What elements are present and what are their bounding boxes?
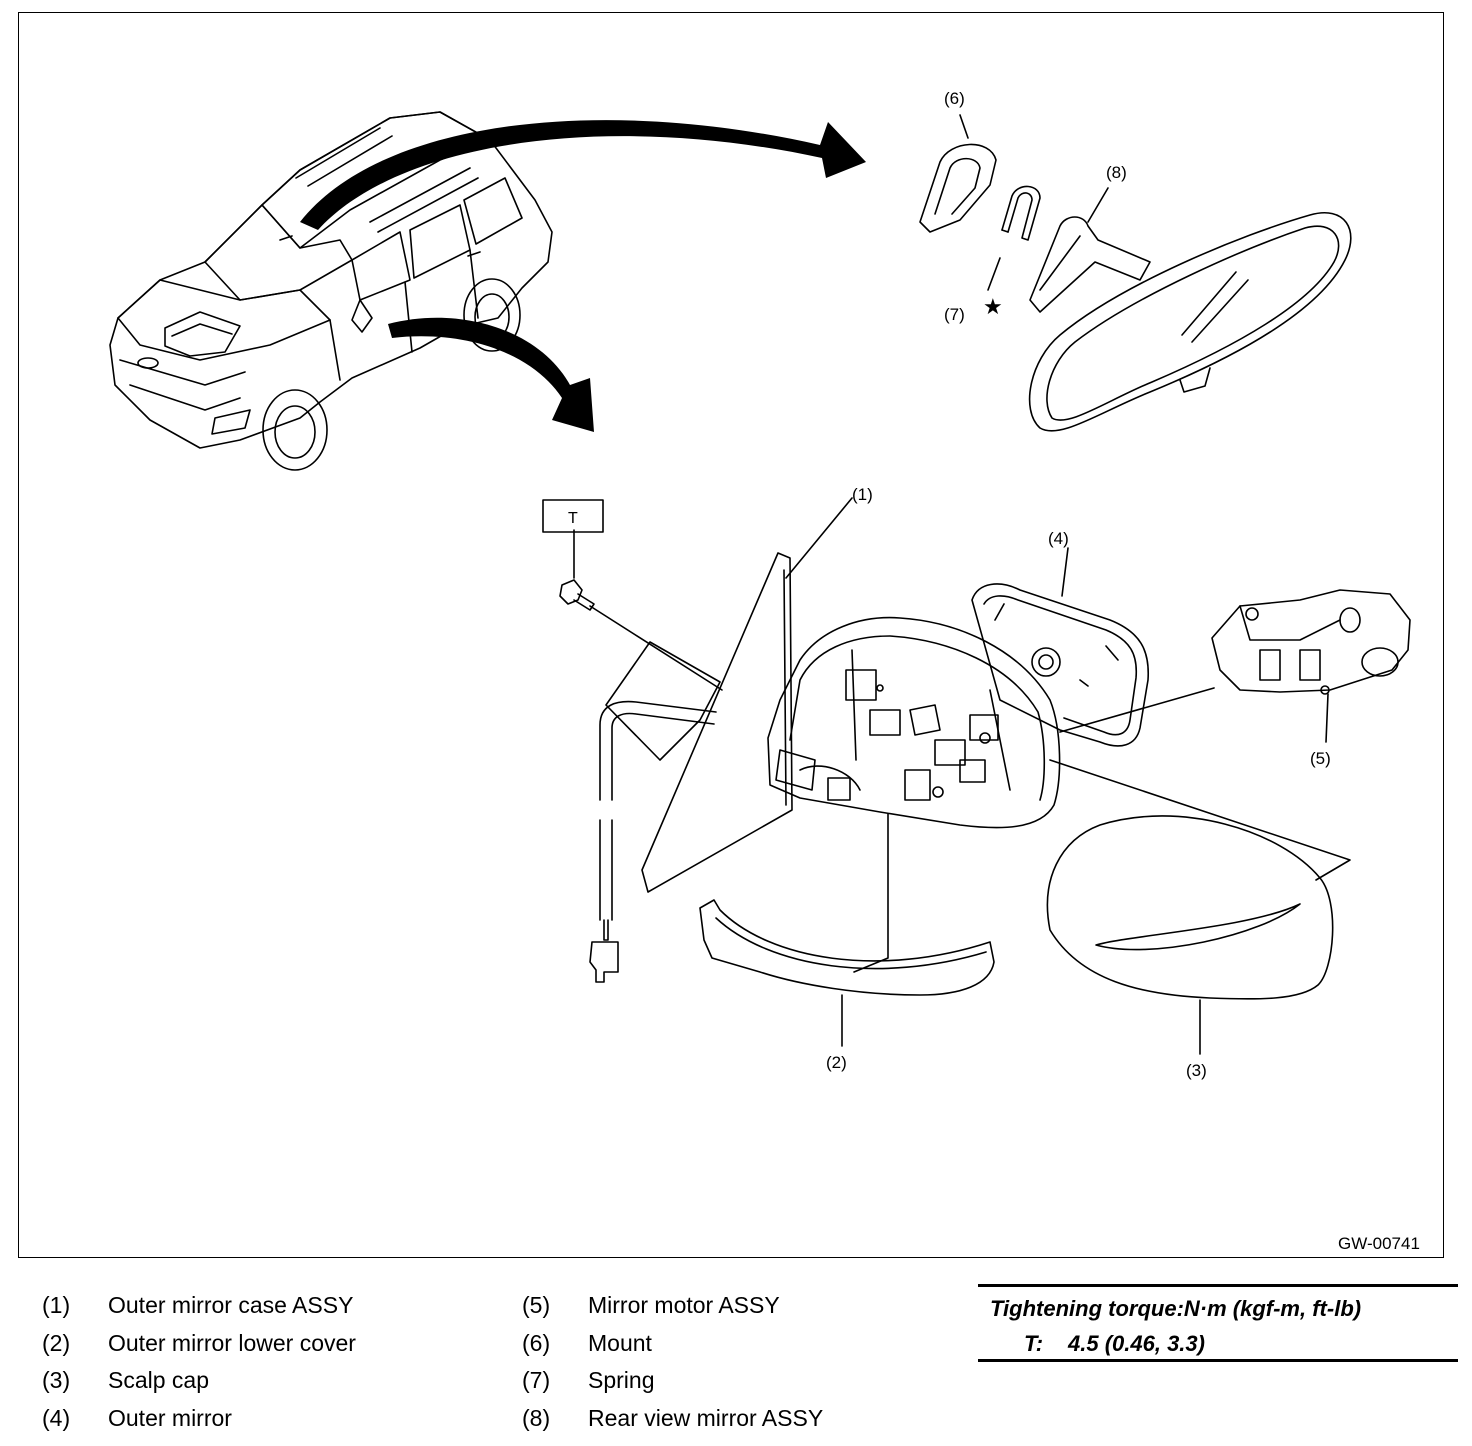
callout-4: (4) [1048,529,1069,548]
callout-3: (3) [1186,1061,1207,1080]
bolt-part [559,529,723,691]
callout-5: (5) [1310,749,1331,768]
rearview-mirror-part [1028,212,1352,432]
legend-label: Outer mirror case ASSY [108,1292,354,1318]
leader-2-upper [853,813,889,973]
callout-6: (6) [944,89,965,108]
leader-4 [1061,547,1069,597]
torque-spec-box: Tightening torque:N·m (kgf-m, ft-lb) T: … [978,1284,1458,1362]
legend-number: (8) [522,1405,551,1431]
diagram-code: GW-00741 [1338,1234,1420,1253]
lower-cover-part [699,899,995,996]
vehicle-illustration [109,111,553,471]
legend-left: (1) Outer mirror case ASSY (2) Outer mir… [42,1292,482,1442]
torque-tag-label: T [568,510,578,527]
leader-6 [959,114,969,139]
torque-value: 4.5 (0.46, 3.3) [1068,1331,1205,1356]
callout-2: (2) [826,1053,847,1072]
legend-label: Spring [588,1367,655,1393]
leader-8 [1087,187,1109,223]
scalp-cap-part [1046,815,1334,1000]
torque-tag-box [542,499,604,533]
legend-right: (5) Mirror motor ASSY (6) Mount (7) Spri… [522,1292,942,1442]
legend-number: (2) [42,1330,71,1356]
legend-number: (1) [42,1292,71,1318]
leader-5 [1325,693,1329,743]
leader-7 [987,257,1001,291]
leader-1 [785,497,853,579]
arrow-to-outer-mirror [388,317,594,432]
legend-number: (6) [522,1330,551,1356]
legend-number: (3) [42,1367,71,1393]
wire-harness [589,700,717,983]
assembly-line-cap [1049,759,1351,881]
torque-title: Tightening torque:N·m (kgf-m, ft-lb) [990,1296,1362,1321]
legend-number: (7) [522,1367,551,1393]
legend-number: (4) [42,1405,71,1431]
torque-value-label: T: [1024,1331,1044,1356]
mirror-motor-part [1211,589,1411,695]
legend-label: Mirror motor ASSY [588,1292,780,1318]
legend-label: Scalp cap [108,1367,210,1393]
spring-part [1001,185,1041,241]
callout-8: (8) [1106,163,1127,182]
legend-label: Mount [588,1330,652,1356]
assembly-line-motor [1059,687,1215,733]
mount-part [919,143,997,233]
legend-number: (5) [522,1292,551,1318]
arrow-to-rearview [300,120,866,230]
diagram-frame [18,12,1444,1258]
outer-mirror-part [971,583,1150,747]
legend-label: Outer mirror [108,1405,232,1431]
star-icon: ★ [983,295,1003,320]
legend-label: Rear view mirror ASSY [588,1405,824,1431]
outer-mirror-case-part [605,552,1061,893]
callout-7: (7) [944,305,965,324]
callout-1: (1) [852,485,873,504]
legend-label: Outer mirror lower cover [108,1330,356,1356]
